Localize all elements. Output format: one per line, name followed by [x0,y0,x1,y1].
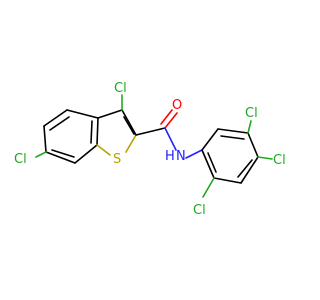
thiophene-ring [96,109,137,156]
svg-text:Cl: Cl [193,203,206,218]
atom-cl-3: Cl [114,81,127,96]
svg-text:O: O [172,98,182,113]
svg-text:H: H [165,149,175,164]
atom-cl-6: Cl [14,152,27,167]
trichlorophenyl-ring [201,128,259,184]
bond-c6-cl [35,151,47,158]
svg-text:N: N [176,149,186,164]
atom-nh: N H [165,149,186,164]
atom-s: S [113,152,121,167]
svg-text:S: S [113,152,121,167]
atom-cl-ring-top: Cl [245,106,258,121]
bond-ring-cl-bottom [202,177,215,198]
svg-text:Cl: Cl [273,153,286,168]
benzo-ring [43,109,99,164]
molecule-drawing: Cl Cl S O N H Cl Cl Cl [14,81,286,218]
atom-cl-ring-right: Cl [273,153,286,168]
structure-diagram: Cl Cl S O N H Cl Cl Cl [14,81,286,218]
atom-cl-ring-bottom: Cl [193,203,206,218]
svg-text:Cl: Cl [14,152,27,167]
bond-ring-cl-top [247,120,252,134]
svg-text:Cl: Cl [114,81,127,96]
svg-text:Cl: Cl [245,106,258,121]
carboxamide-group [135,109,203,159]
atom-o: O [172,98,182,113]
bond-ring-cl-right [257,156,273,160]
